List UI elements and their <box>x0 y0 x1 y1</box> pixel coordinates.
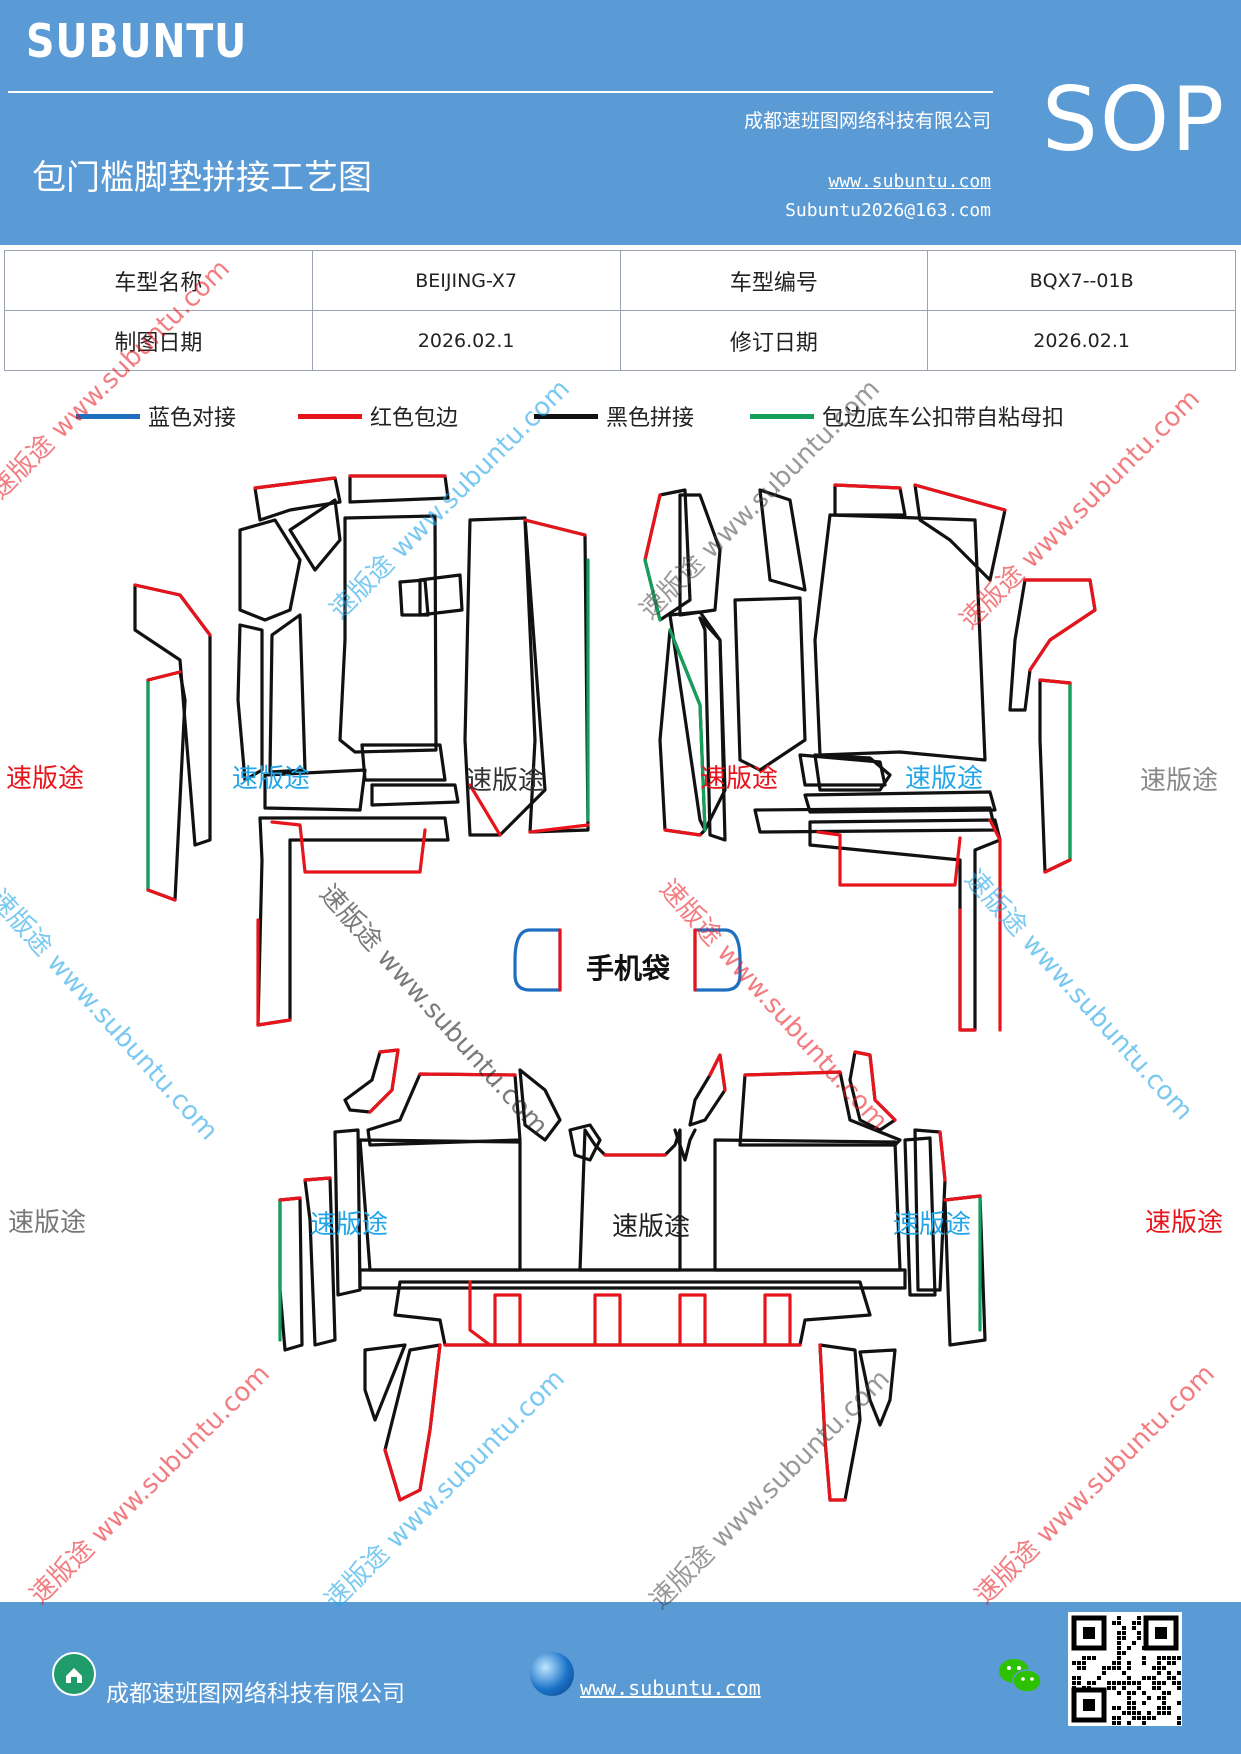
legend-swatch-blue <box>76 413 140 419</box>
legend-item-blue: 蓝色对接 <box>76 400 236 432</box>
mat-piece <box>270 820 427 874</box>
header-company: 成都速班图网络科技有限公司 <box>743 110 991 132</box>
mat-piece <box>236 623 264 782</box>
legend-label: 黑色拼接 <box>606 406 695 431</box>
legend-swatch-green <box>750 413 814 419</box>
mat-piece <box>398 578 430 617</box>
legend-label: 蓝色对接 <box>148 406 237 431</box>
phone-bag-label: 手机袋 <box>586 952 671 985</box>
legend-label: 红色包边 <box>370 406 459 431</box>
mat-piece <box>360 743 447 782</box>
mat-piece <box>678 493 722 617</box>
watermark-brand: 速版途 <box>466 766 545 796</box>
header-email: Subuntu2026@163.com <box>785 200 991 221</box>
mat-piece <box>333 1128 362 1297</box>
table-row: 车型名称 BEIJING-X7 车型编号 BQX7--01B <box>4 250 1236 311</box>
mat-piece <box>903 1136 937 1297</box>
draw-date-label: 制图日期 <box>4 310 313 371</box>
brand-logo: SUBUNTU <box>26 14 248 68</box>
mat-piece <box>813 513 987 762</box>
page-title: 包门槛脚垫拼接工艺图 <box>32 158 372 198</box>
globe-icon <box>530 1652 574 1696</box>
watermark-brand: 速版途 <box>893 1210 972 1240</box>
watermark-brand: 速版途 <box>232 764 311 794</box>
legend-item-red: 红色包边 <box>298 400 458 432</box>
mat-piece <box>363 1343 407 1422</box>
legend: 蓝色对接 红色包边 黑色拼接 包边底车公扣带自粘母扣 <box>0 400 1241 440</box>
mat-piece <box>713 1138 902 1272</box>
mat-piece <box>833 483 907 517</box>
mat-piece <box>146 670 187 902</box>
mat-piece <box>518 1068 562 1142</box>
mat-piece <box>268 613 307 774</box>
mat-piece <box>673 1128 697 1162</box>
mat-piece <box>256 816 450 1027</box>
mat-piece <box>698 616 727 842</box>
mat-piece <box>733 596 807 772</box>
mat-piece <box>816 830 962 887</box>
qr-code <box>1068 1612 1182 1726</box>
phone-bag-left <box>513 928 562 992</box>
model-code-label: 车型编号 <box>619 250 929 311</box>
info-table: 车型名称 BEIJING-X7 车型编号 BQX7--01B 制图日期 2026… <box>4 250 1236 371</box>
mat-piece <box>668 610 727 832</box>
footer-band: 成都速班图网络科技有限公司 www.subuntu.com <box>0 1602 1241 1754</box>
watermark-brand: 速版途 <box>905 764 984 794</box>
mat-piece <box>913 1128 947 1292</box>
legend-swatch-black <box>534 413 598 419</box>
watermark-brand: 速版途 <box>1140 766 1219 796</box>
draw-date-value: 2026.02.1 <box>311 310 621 371</box>
legend-item-black: 黑色拼接 <box>534 400 694 432</box>
header-band: SUBUNTU 成都速班图网络科技有限公司 包门槛脚垫拼接工艺图 www.sub… <box>0 0 1241 245</box>
wechat-icon <box>996 1654 1044 1698</box>
legend-item-green: 包边底车公扣带自粘母扣 <box>750 400 1064 432</box>
revise-date-label: 修订日期 <box>619 310 929 371</box>
mat-piece <box>798 753 887 787</box>
mat-piece <box>133 583 212 847</box>
legend-swatch-red <box>298 413 362 419</box>
table-row: 制图日期 2026.02.1 修订日期 2026.02.1 <box>4 310 1236 371</box>
phone-bag-right <box>693 928 742 992</box>
mat-piece <box>803 790 997 814</box>
mat-piece <box>370 783 460 807</box>
watermark-brand: 速版途 <box>700 764 779 794</box>
mat-piece <box>568 1123 602 1162</box>
watermark-brand: 速版途 <box>8 1208 87 1238</box>
home-icon <box>52 1652 96 1696</box>
mat-piece <box>688 1053 727 1127</box>
mat-piece <box>288 498 342 572</box>
mat-piece <box>278 1196 304 1352</box>
sop-badge: SOP <box>1042 68 1227 171</box>
mat-piece <box>253 476 342 522</box>
watermark-brand: 速版途 <box>6 764 85 794</box>
mat-piece <box>393 1280 872 1347</box>
mat-piece <box>1038 678 1072 874</box>
watermark-brand: 速版途 <box>1145 1208 1224 1238</box>
revise-date-value: 2026.02.1 <box>927 310 1236 371</box>
mat-piece <box>1008 578 1097 712</box>
footer-website-link[interactable]: www.subuntu.com <box>580 1676 761 1700</box>
watermark-brand: 速版途 <box>612 1212 691 1242</box>
footer-company: 成都速班图网络科技有限公司 <box>106 1681 405 1707</box>
mat-piece <box>338 514 438 754</box>
mat-piece <box>343 1048 400 1114</box>
legend-label: 包边底车公扣带自粘母扣 <box>822 406 1065 431</box>
model-code-value: BQX7--01B <box>927 250 1236 311</box>
mat-piece <box>418 573 464 617</box>
mat-piece <box>858 1348 897 1427</box>
floor-mat-diagram: 手机袋 <box>133 474 1097 1502</box>
header-website-link[interactable]: www.subuntu.com <box>828 171 991 192</box>
mat-piece <box>358 1268 907 1290</box>
header-divider <box>8 91 993 93</box>
mat-piece <box>263 768 367 812</box>
mat-piece <box>913 483 1007 582</box>
watermark-brand: 速版途 <box>310 1210 389 1240</box>
mat-piece <box>238 518 302 622</box>
mat-piece <box>758 488 807 592</box>
model-name-label: 车型名称 <box>4 250 313 311</box>
model-name-value: BEIJING-X7 <box>311 250 621 311</box>
